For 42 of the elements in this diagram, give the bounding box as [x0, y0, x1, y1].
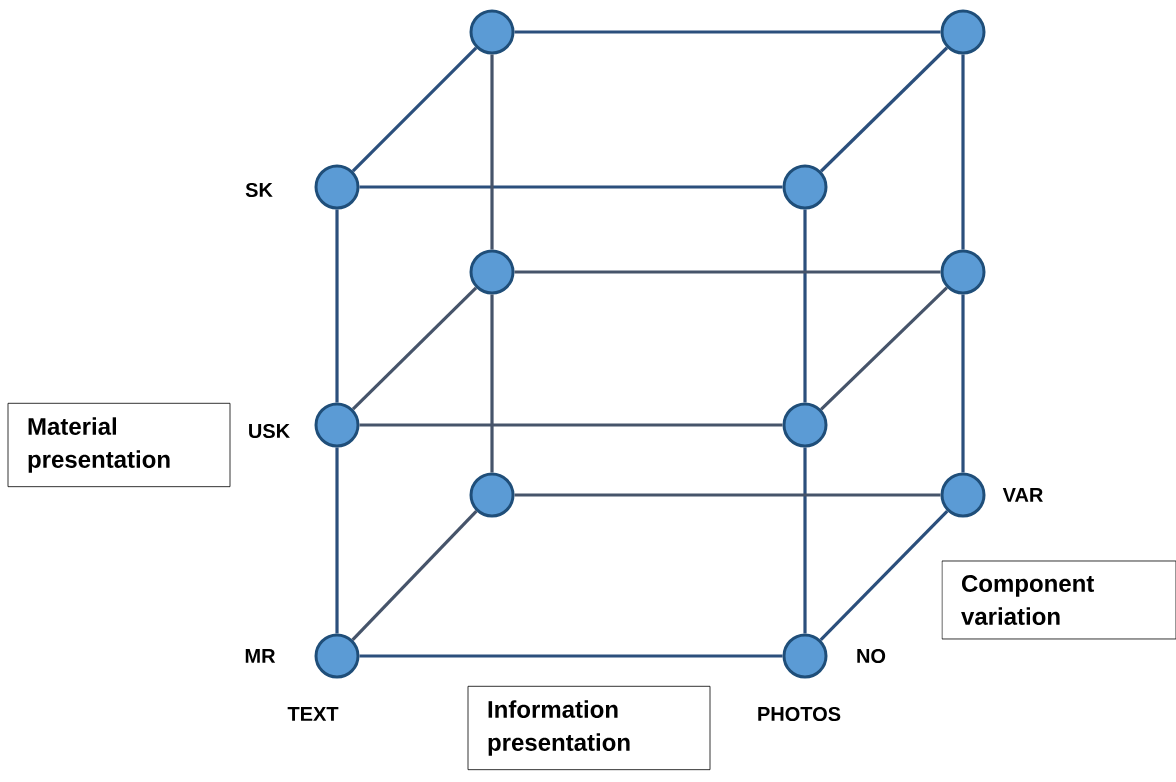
- connector-line: [961, 294, 965, 473]
- node-label: SK: [245, 182, 273, 198]
- axis-label: PHOTOS: [758, 706, 841, 722]
- connector-line: [335, 447, 339, 634]
- connector-line: [514, 30, 941, 34]
- node-label: NO: [857, 648, 886, 664]
- circle-node: [782, 164, 828, 210]
- connector-line: [359, 423, 783, 427]
- circle-node: [469, 249, 515, 295]
- circle-node: [940, 9, 986, 55]
- connector-line: [803, 447, 807, 634]
- node-label: USK: [249, 423, 290, 439]
- connector-line: [514, 270, 941, 274]
- connector-line: [335, 209, 339, 403]
- text-box: Component variation: [941, 560, 1176, 640]
- node-label: VAR: [1002, 488, 1043, 502]
- circle-node: [782, 633, 828, 679]
- node-label: MR: [245, 649, 276, 663]
- connector-line: [351, 286, 478, 411]
- connector-line: [490, 294, 494, 473]
- connector-line: [351, 46, 478, 173]
- connector-line: [803, 209, 807, 403]
- connector-line: [820, 286, 948, 411]
- text-box: Material presentation: [7, 402, 231, 488]
- circle-node: [314, 402, 360, 448]
- connector-line: [490, 54, 494, 250]
- circle-node: [314, 164, 360, 210]
- connector-line: [514, 493, 941, 497]
- text-box: Information presentation: [467, 685, 711, 771]
- connector-line: [819, 509, 949, 642]
- axis-label: TEXT: [287, 707, 339, 721]
- circle-node: [940, 472, 986, 518]
- connector-line: [359, 185, 783, 189]
- circle-node: [469, 472, 515, 518]
- circle-node: [469, 9, 515, 55]
- circle-node: [940, 249, 986, 295]
- connector-line: [961, 54, 965, 250]
- circle-node: [314, 633, 360, 679]
- connector-line: [819, 46, 949, 173]
- connector-line: [359, 654, 783, 658]
- circle-node: [782, 402, 828, 448]
- connector-line: [351, 510, 478, 641]
